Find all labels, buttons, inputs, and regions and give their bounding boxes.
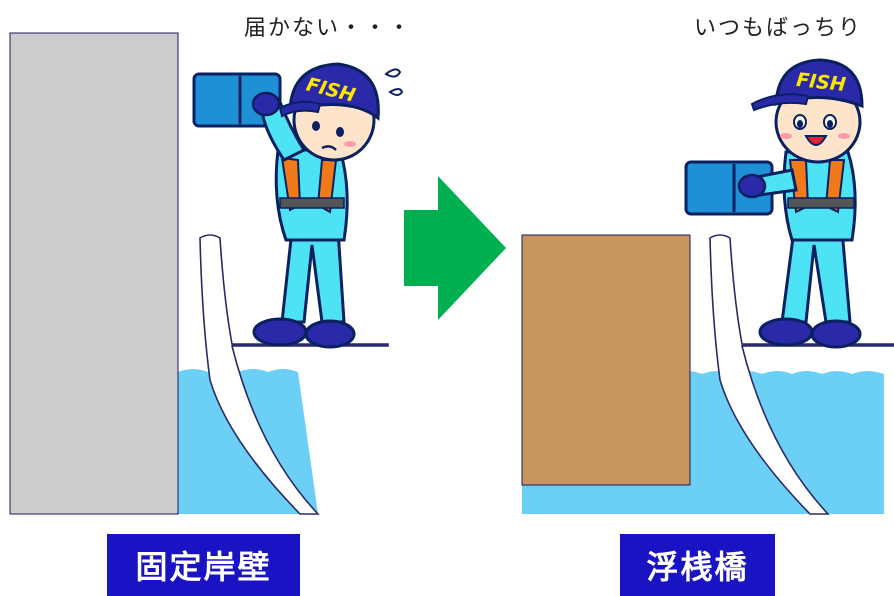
- worker-right: FISH: [684, 58, 864, 349]
- caption-always-perfect: いつもばっちり: [694, 16, 863, 41]
- boat-hull-right: [709, 234, 894, 515]
- label-floating-pier: 浮桟橋: [620, 534, 775, 596]
- worker-left: FISH: [192, 62, 404, 349]
- boat-hull-left: [199, 234, 389, 515]
- fixed-quay-wall: [9, 32, 179, 515]
- caption-cannot-reach: 届かない・・・: [244, 16, 413, 41]
- label-fixed-quay: 固定岸壁: [107, 534, 300, 596]
- helmet-text-right: FISH: [795, 69, 847, 96]
- floating-pontoon: [521, 234, 691, 486]
- transition-arrow: [404, 176, 506, 320]
